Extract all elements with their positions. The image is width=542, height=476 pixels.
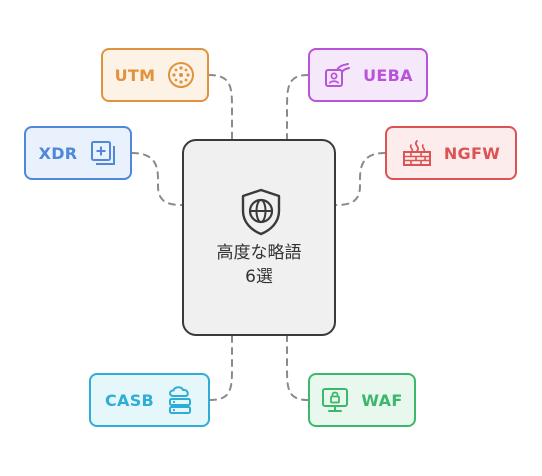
node-casb-label: CASB xyxy=(104,390,155,410)
node-utm: UTM xyxy=(101,48,209,102)
central-title: 高度な略語 6選 xyxy=(184,241,334,289)
connector-utm xyxy=(208,74,233,140)
central-title-line2: 6選 xyxy=(245,267,273,287)
connector-casb xyxy=(209,335,233,401)
node-xdr-label: XDR xyxy=(38,143,78,163)
node-utm-label: UTM xyxy=(114,65,156,85)
firewall-icon xyxy=(402,140,431,166)
node-waf: WAF xyxy=(308,373,416,427)
cloud-server-icon xyxy=(169,386,192,414)
node-ueba-label: UEBA xyxy=(363,65,413,85)
central-title-line1: 高度な略語 xyxy=(216,243,302,263)
user-badge-icon xyxy=(325,63,351,87)
node-ngfw-label: NGFW xyxy=(443,143,501,163)
connector-xdr xyxy=(131,152,183,206)
node-waf-label: WAF xyxy=(361,390,403,410)
network-dots-icon xyxy=(168,62,195,88)
node-xdr: XDR xyxy=(24,126,132,180)
add-layers-icon xyxy=(91,141,116,165)
node-casb: CASB xyxy=(89,373,210,427)
connector-ueba xyxy=(286,74,309,140)
connector-waf xyxy=(286,335,309,401)
shield-globe-icon xyxy=(241,188,281,236)
node-ngfw: NGFW xyxy=(385,126,517,180)
central-topic: 高度な略語 6選 xyxy=(182,139,336,336)
node-ueba: UEBA xyxy=(308,48,428,102)
secure-monitor-icon xyxy=(322,388,349,412)
connector-ngfw xyxy=(335,152,386,206)
